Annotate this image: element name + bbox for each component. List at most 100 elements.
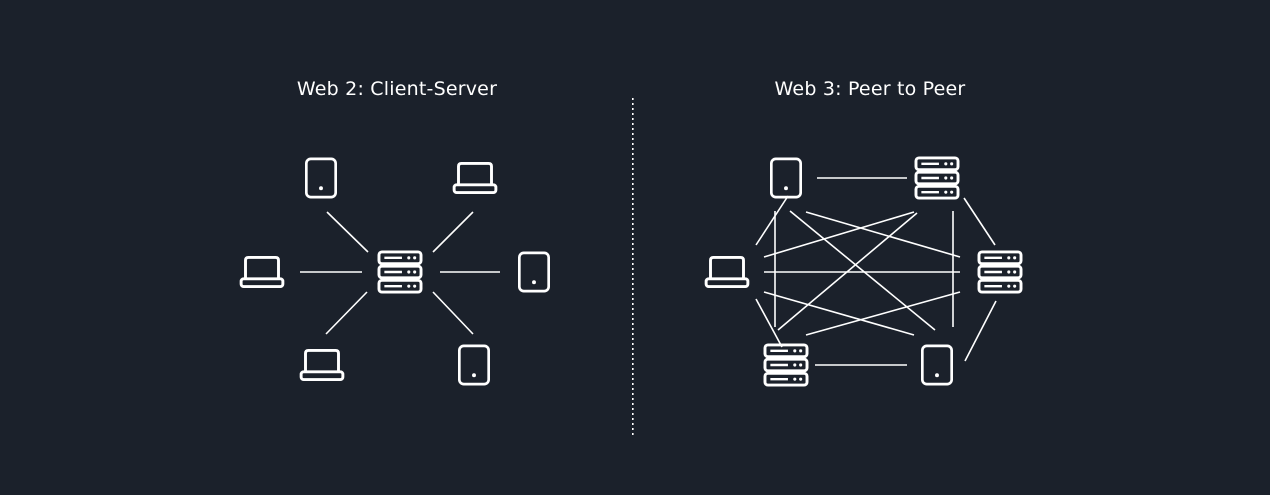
divider-dot [632,388,634,390]
divider-dot [632,103,634,105]
peer-link [789,210,936,331]
server-icon [763,343,809,387]
peer-link [805,291,961,336]
divider-dot [632,123,634,125]
divider-dot [632,193,634,195]
central-server-icon [377,250,423,294]
laptop-icon [452,161,498,195]
dotted-divider [632,98,634,435]
divider-dot [632,323,634,325]
divider-dot [632,368,634,370]
divider-dot [632,373,634,375]
divider-dot [632,383,634,385]
divider-dot [632,313,634,315]
divider-dot [632,238,634,240]
divider-dot [632,278,634,280]
divider-dot [632,318,634,320]
laptop-icon [239,255,285,289]
web3-title: Web 3: Peer to Peer [774,78,966,100]
divider-dot [632,403,634,405]
peer-link [805,211,961,258]
divider-dot [632,153,634,155]
divider-dot [632,418,634,420]
divider-dot [632,218,634,220]
divider-dot [632,213,634,215]
divider-dot [632,303,634,305]
divider-dot [632,203,634,205]
phone-icon [769,157,803,199]
divider-dot [632,333,634,335]
laptop-icon [704,255,750,289]
divider-dot [632,348,634,350]
divider-dot [632,143,634,145]
divider-dot [632,108,634,110]
peer-link [763,211,915,258]
divider-dot [632,283,634,285]
peer-link [763,291,915,336]
phone-icon [517,251,551,293]
server-icon [977,250,1023,294]
divider-dot [632,133,634,135]
client-server-link [325,291,368,335]
phone-icon [304,157,338,199]
laptop-icon [299,348,345,382]
peer-link [777,212,918,331]
divider-dot [632,183,634,185]
divider-dot [632,393,634,395]
divider-dot [632,173,634,175]
divider-dot [632,413,634,415]
divider-dot [632,98,634,100]
divider-dot [632,263,634,265]
divider-dot [632,268,634,270]
phone-icon [457,344,491,386]
server-icon [914,156,960,200]
divider-dot [632,158,634,160]
divider-dot [632,328,634,330]
divider-dot [632,163,634,165]
divider-dot [632,258,634,260]
peer-link [755,298,783,348]
divider-dot [632,273,634,275]
divider-dot [632,353,634,355]
divider-dot [632,343,634,345]
divider-dot [632,338,634,340]
divider-dot [632,363,634,365]
client-server-link [432,291,474,335]
peer-link [755,195,789,246]
divider-dot [632,408,634,410]
divider-dot [632,113,634,115]
client-server-links [300,211,500,335]
phone-icon [920,344,954,386]
divider-dot [632,433,634,435]
peer-link [964,300,997,362]
divider-dot [632,398,634,400]
divider-dot [632,228,634,230]
web2-title: Web 2: Client-Server [296,78,498,100]
divider-dot [632,288,634,290]
divider-dot [632,208,634,210]
client-server-link [326,211,369,253]
peer-link [963,197,996,246]
divider-dot [632,128,634,130]
divider-dot [632,148,634,150]
divider-dot [632,248,634,250]
divider-dot [632,243,634,245]
client-server-link [432,211,474,253]
peer-to-peer-links [755,177,997,366]
divider-dot [632,423,634,425]
divider-dot [632,298,634,300]
divider-dot [632,223,634,225]
divider-dot [632,253,634,255]
divider-dot [632,358,634,360]
divider-dot [632,138,634,140]
divider-dot [632,233,634,235]
divider-dot [632,198,634,200]
divider-dot [632,188,634,190]
divider-dot [632,428,634,430]
divider-dot [632,293,634,295]
divider-dot [632,378,634,380]
divider-dot [632,168,634,170]
divider-dot [632,178,634,180]
divider-dot [632,308,634,310]
